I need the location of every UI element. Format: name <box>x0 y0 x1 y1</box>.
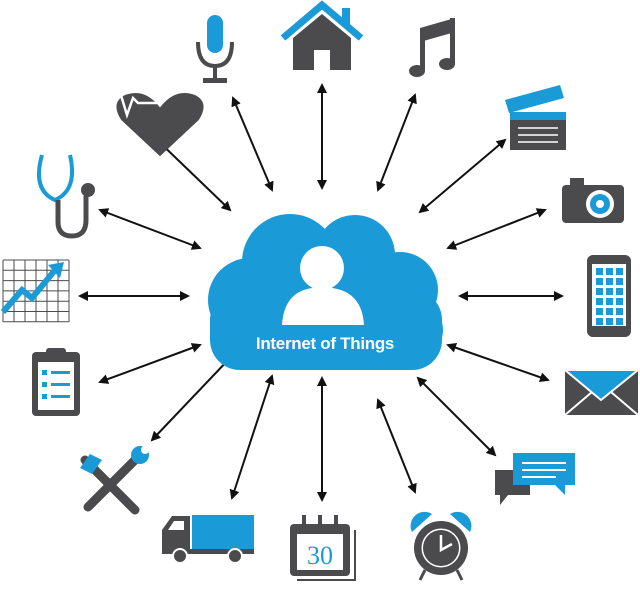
camera-icon <box>562 178 624 223</box>
clipboard-icon <box>32 348 80 416</box>
arrow-chat <box>416 376 497 457</box>
arrow-delivery-truck <box>229 374 275 500</box>
chat-icon <box>495 453 575 505</box>
home-icon <box>280 0 364 70</box>
smartphone-icon <box>587 255 631 337</box>
growth-chart-icon <box>0 259 70 323</box>
delivery-truck-icon <box>162 515 254 564</box>
calendar-icon: 30 <box>290 515 356 581</box>
arrow-clapperboard <box>418 138 507 214</box>
clapperboard-icon <box>505 85 566 150</box>
arrow-tools <box>150 356 232 442</box>
arrow-alarm-clock <box>376 398 417 494</box>
arrow-clipboard <box>98 343 202 384</box>
arrow-stethoscope <box>98 208 202 250</box>
alarm-clock-icon <box>410 511 472 581</box>
center-label: Internet of Things <box>255 334 395 353</box>
calendar-day: 30 <box>307 541 333 570</box>
stethoscope-icon <box>37 154 95 239</box>
email-icon <box>562 369 640 416</box>
arrow-email <box>446 342 550 383</box>
arrow-microphone <box>231 96 274 192</box>
arrow-camera <box>446 208 547 250</box>
music-note-icon <box>409 18 455 77</box>
microphone-icon <box>196 15 234 83</box>
connection-arrows <box>78 83 564 502</box>
arrow-music <box>376 93 417 192</box>
user-icon <box>282 246 364 325</box>
tools-icon <box>80 446 149 515</box>
heart-rate-icon <box>96 88 204 157</box>
